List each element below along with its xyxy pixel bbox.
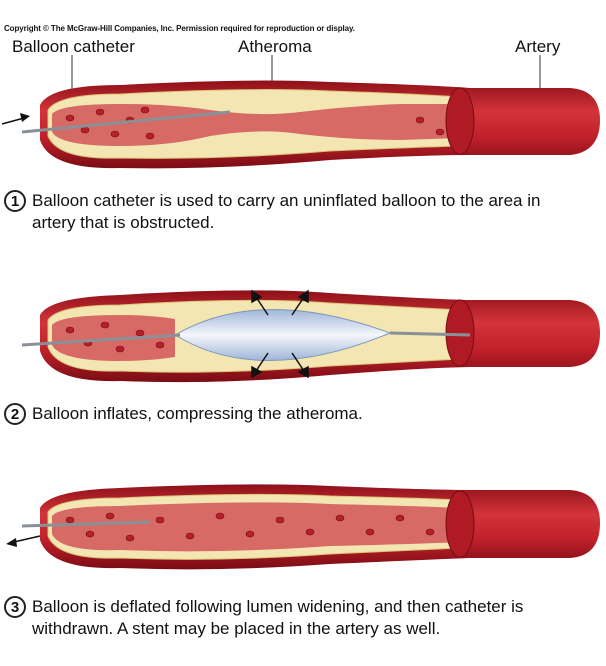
artery-lumen [52,502,460,552]
artery-diagram-deflated [6,484,600,570]
red-blood-cells [65,106,445,140]
red-blood-cells [65,512,435,542]
step-number-2: 2 [4,403,26,425]
step-number-3: 3 [4,596,26,618]
step-3: 3 Balloon is deflated following lumen wi… [4,596,572,640]
step-2: 2 Balloon inflates, compressing the athe… [4,403,572,425]
expansion-arrows-icon [251,289,309,379]
arrow-in-icon [1,113,30,125]
label-artery: Artery [515,37,561,56]
step-text-1: Balloon catheter is used to carry an uni… [32,191,541,232]
artery-diagram-uninflated [1,55,600,169]
arrow-out-icon [6,535,41,547]
step-1: 1 Balloon catheter is used to carry an u… [4,190,572,234]
balloon-catheter [21,333,181,347]
balloon-catheter [21,520,151,528]
artery-diagram-inflated [21,289,600,383]
step-text-2: Balloon inflates, compressing the athero… [32,404,363,423]
step-number-1: 1 [4,190,26,212]
label-atheroma: Atheroma [238,37,312,56]
catheter-tip [389,331,471,337]
artery-cross-section [445,490,475,558]
artery-cross-section [445,87,475,155]
step-text-3: Balloon is deflated following lumen wide… [32,597,524,638]
balloon-catheter [21,110,231,134]
artery-cross-section [445,299,475,367]
copyright-notice: Copyright © The McGraw-Hill Companies, I… [4,24,355,33]
label-balloon-catheter: Balloon catheter [12,37,135,56]
